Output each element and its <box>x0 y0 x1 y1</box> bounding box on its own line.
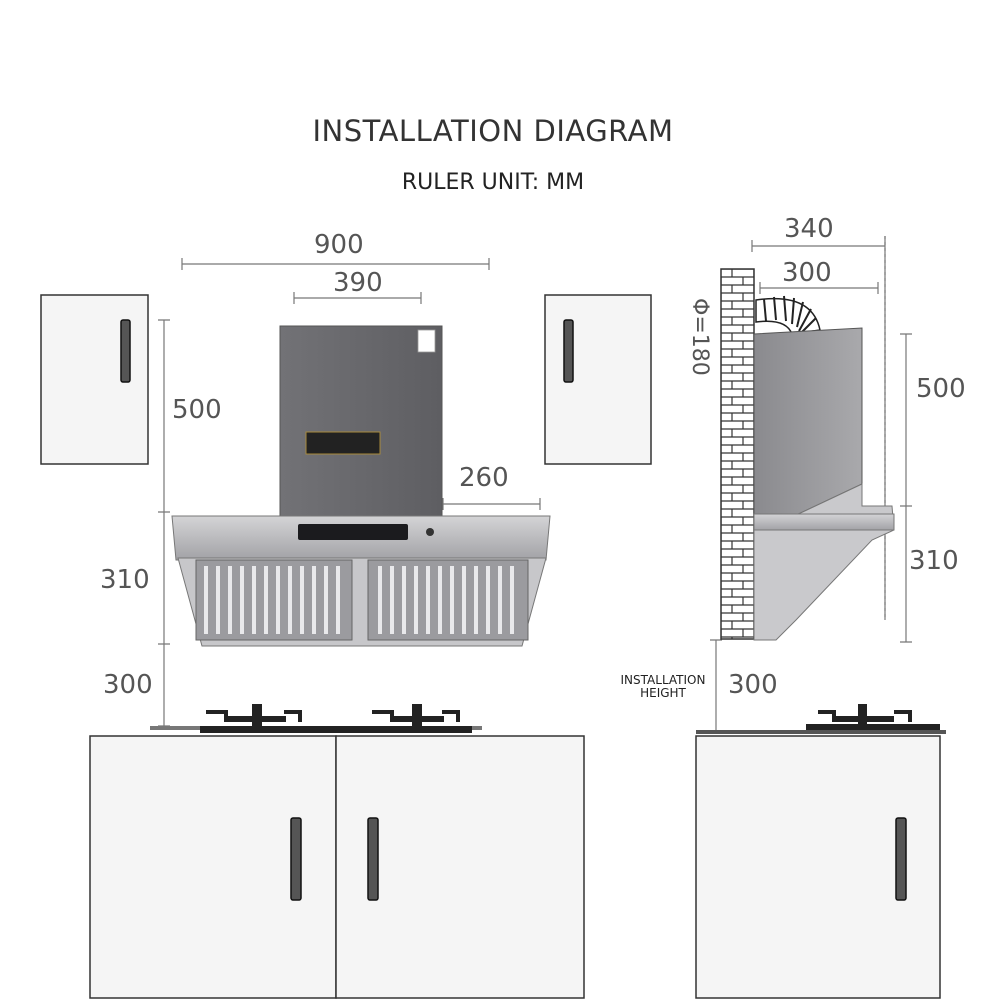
diagram-title: INSTALLATION DIAGRAM <box>312 114 674 148</box>
diagram-subtitle: RULER UNIT: MM <box>401 170 585 195</box>
dim-chimney-width: 390 <box>333 268 383 298</box>
dim-duct-diameter: Φ=180 <box>687 298 712 376</box>
range-hood-front <box>171 325 551 647</box>
dimension-lines-side <box>710 236 912 733</box>
duct-elbow <box>755 295 821 335</box>
installation-height-line2: HEIGHT <box>640 686 686 700</box>
dim-canopy-depth: 260 <box>459 463 509 493</box>
dim-install-gap: 300 <box>103 670 153 700</box>
dim-hood-height: 310 <box>100 565 150 595</box>
upper-cabinet-left <box>40 294 149 465</box>
cooktop-front <box>150 704 482 733</box>
brick-wall <box>720 268 755 640</box>
installation-height-line1: INSTALLATION <box>620 673 706 687</box>
base-cabinet-side <box>695 735 941 999</box>
dim-hood-width: 900 <box>314 230 364 260</box>
dim-side-install-gap: 300 <box>728 670 778 700</box>
cooktop-side <box>696 704 946 734</box>
dim-side-total-depth: 340 <box>784 214 834 244</box>
dim-side-hood-height: 310 <box>909 546 959 576</box>
upper-cabinet-right <box>544 294 652 465</box>
installation-height-label: INSTALLATION HEIGHT <box>612 674 714 700</box>
dimension-lines-front <box>158 258 541 727</box>
base-cabinet-front <box>89 735 585 999</box>
dim-side-chimney-height: 500 <box>916 374 966 404</box>
range-hood-side <box>753 327 895 641</box>
dim-upper-cabinet-height: 500 <box>172 395 222 425</box>
dim-side-inner-depth: 300 <box>782 258 832 288</box>
